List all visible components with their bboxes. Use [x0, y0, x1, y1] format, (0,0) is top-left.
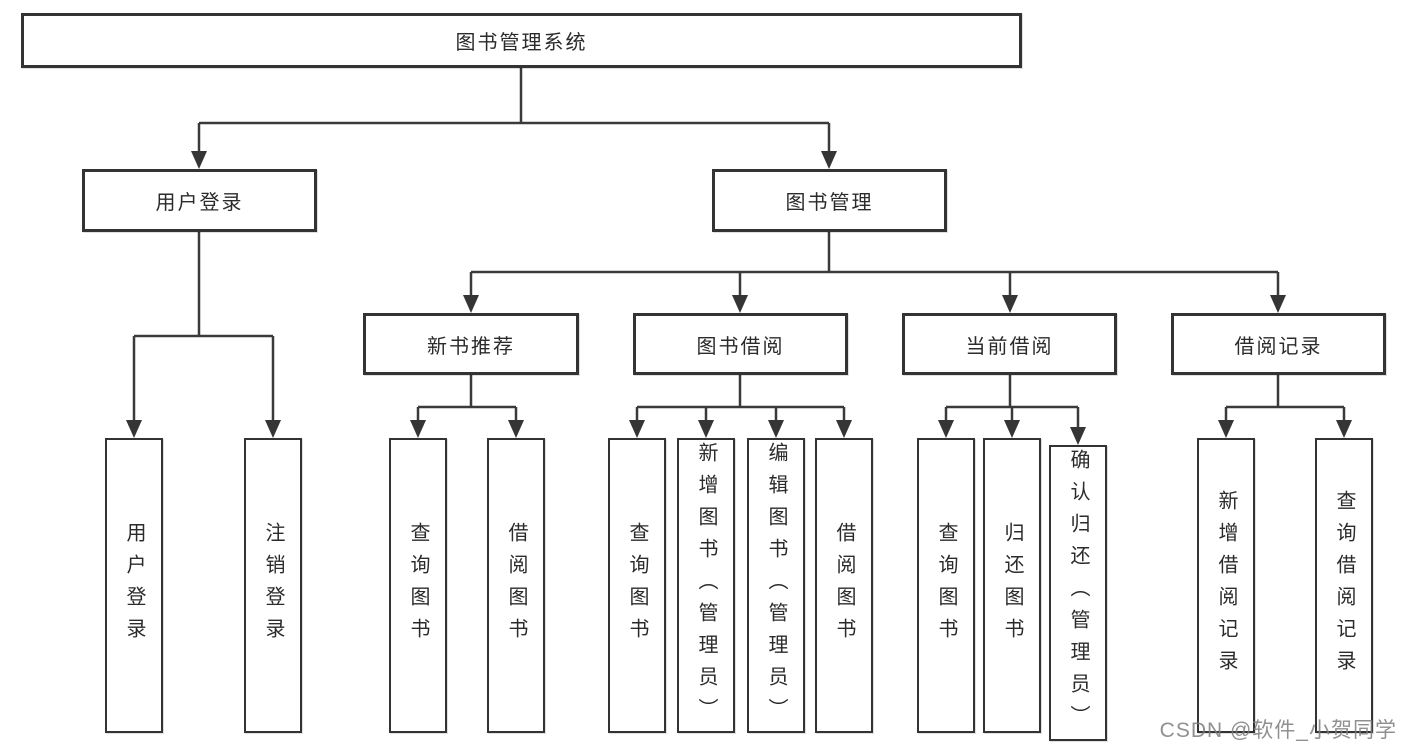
leaf-confirm-return-admin: 确认归还（管理员）	[1049, 445, 1107, 741]
connector-new-book-to-leaves	[410, 375, 524, 438]
arrowhead-icon	[508, 420, 524, 438]
arrowhead-icon	[1270, 295, 1286, 313]
node-new-book-recommend-label: 新书推荐	[427, 335, 515, 358]
leaf-add-borrow-record-label: 新增借阅记录	[1215, 489, 1237, 682]
leaf-add-books-admin-label: 新增图书（管理员）	[695, 441, 717, 730]
arrowhead-icon	[1218, 420, 1234, 438]
arrowhead-icon	[126, 420, 142, 438]
arrowhead-icon	[1336, 420, 1352, 438]
node-book-borrow: 图书借阅	[633, 313, 848, 375]
leaf-borrow-books: 借阅图书	[815, 438, 873, 733]
node-book-management: 图书管理	[712, 169, 947, 232]
leaf-newbook-borrow-books: 借阅图书	[487, 438, 545, 733]
leaf-confirm-return-admin-label: 确认归还（管理员）	[1067, 449, 1089, 737]
node-current-borrow: 当前借阅	[902, 313, 1117, 375]
leaf-current-query-books: 查询图书	[917, 438, 975, 733]
leaf-logout: 注销登录	[244, 438, 302, 733]
watermark-text: CSDN @软件_小贺同学	[1159, 719, 1397, 742]
leaf-query-borrow-record-label: 查询借阅记录	[1333, 489, 1355, 682]
connector-root-to-level2	[191, 68, 837, 169]
arrowhead-icon	[629, 420, 645, 438]
node-borrow-records-label: 借阅记录	[1234, 335, 1323, 358]
connector-user-login-to-leaves	[126, 232, 281, 438]
arrowhead-icon	[938, 420, 954, 438]
connector-book-borrow-to-leaves	[629, 375, 852, 438]
leaf-add-borrow-record: 新增借阅记录	[1197, 438, 1255, 733]
leaf-query-borrow-record: 查询借阅记录	[1315, 438, 1373, 733]
leaf-newbook-query-books-label: 查询图书	[407, 521, 429, 650]
arrowhead-icon	[732, 295, 748, 313]
leaf-user-login-label: 用户登录	[123, 521, 145, 650]
arrowhead-icon	[698, 420, 714, 438]
arrowhead-icon	[836, 420, 852, 438]
node-book-borrow-label: 图书借阅	[696, 335, 785, 358]
connector-current-borrow-to-leaves	[938, 375, 1086, 445]
arrowhead-icon	[463, 295, 479, 313]
arrowhead-icon	[191, 151, 207, 169]
arrowhead-icon	[1002, 295, 1018, 313]
arrowhead-icon	[1004, 420, 1020, 438]
arrowhead-icon	[265, 420, 281, 438]
node-current-borrow-label: 当前借阅	[965, 335, 1054, 358]
arrowhead-icon	[410, 420, 426, 438]
connector-borrow-records-to-leaves	[1218, 375, 1352, 438]
leaf-current-query-books-label: 查询图书	[935, 521, 957, 650]
node-borrow-records: 借阅记录	[1171, 313, 1386, 375]
leaf-borrow-query-books-label: 查询图书	[626, 521, 648, 650]
leaf-user-login: 用户登录	[105, 438, 163, 733]
leaf-add-books-admin: 新增图书（管理员）	[677, 438, 735, 733]
leaf-newbook-query-books: 查询图书	[389, 438, 447, 733]
node-user-login: 用户登录	[82, 169, 317, 232]
leaf-borrow-query-books: 查询图书	[608, 438, 666, 733]
leaf-return-books: 归还图书	[983, 438, 1041, 733]
node-book-management-label: 图书管理	[785, 192, 874, 214]
leaf-edit-books-admin: 编辑图书（管理员）	[747, 438, 805, 733]
leaf-edit-books-admin-label: 编辑图书（管理员）	[765, 441, 787, 730]
arrowhead-icon	[821, 151, 837, 169]
leaf-newbook-borrow-books-label: 借阅图书	[505, 521, 527, 650]
node-user-login-label: 用户登录	[155, 192, 244, 214]
node-root-library-system: 图书管理系统	[21, 13, 1022, 68]
leaf-borrow-books-label: 借阅图书	[833, 521, 855, 650]
node-new-book-recommend: 新书推荐	[363, 313, 579, 375]
arrowhead-icon	[1070, 427, 1086, 445]
node-root-label: 图书管理系统	[455, 32, 588, 54]
arrowhead-icon	[768, 420, 784, 438]
leaf-logout-label: 注销登录	[262, 521, 284, 650]
connector-book-management-to-level3	[463, 232, 1286, 313]
leaf-return-books-label: 归还图书	[1001, 521, 1023, 650]
